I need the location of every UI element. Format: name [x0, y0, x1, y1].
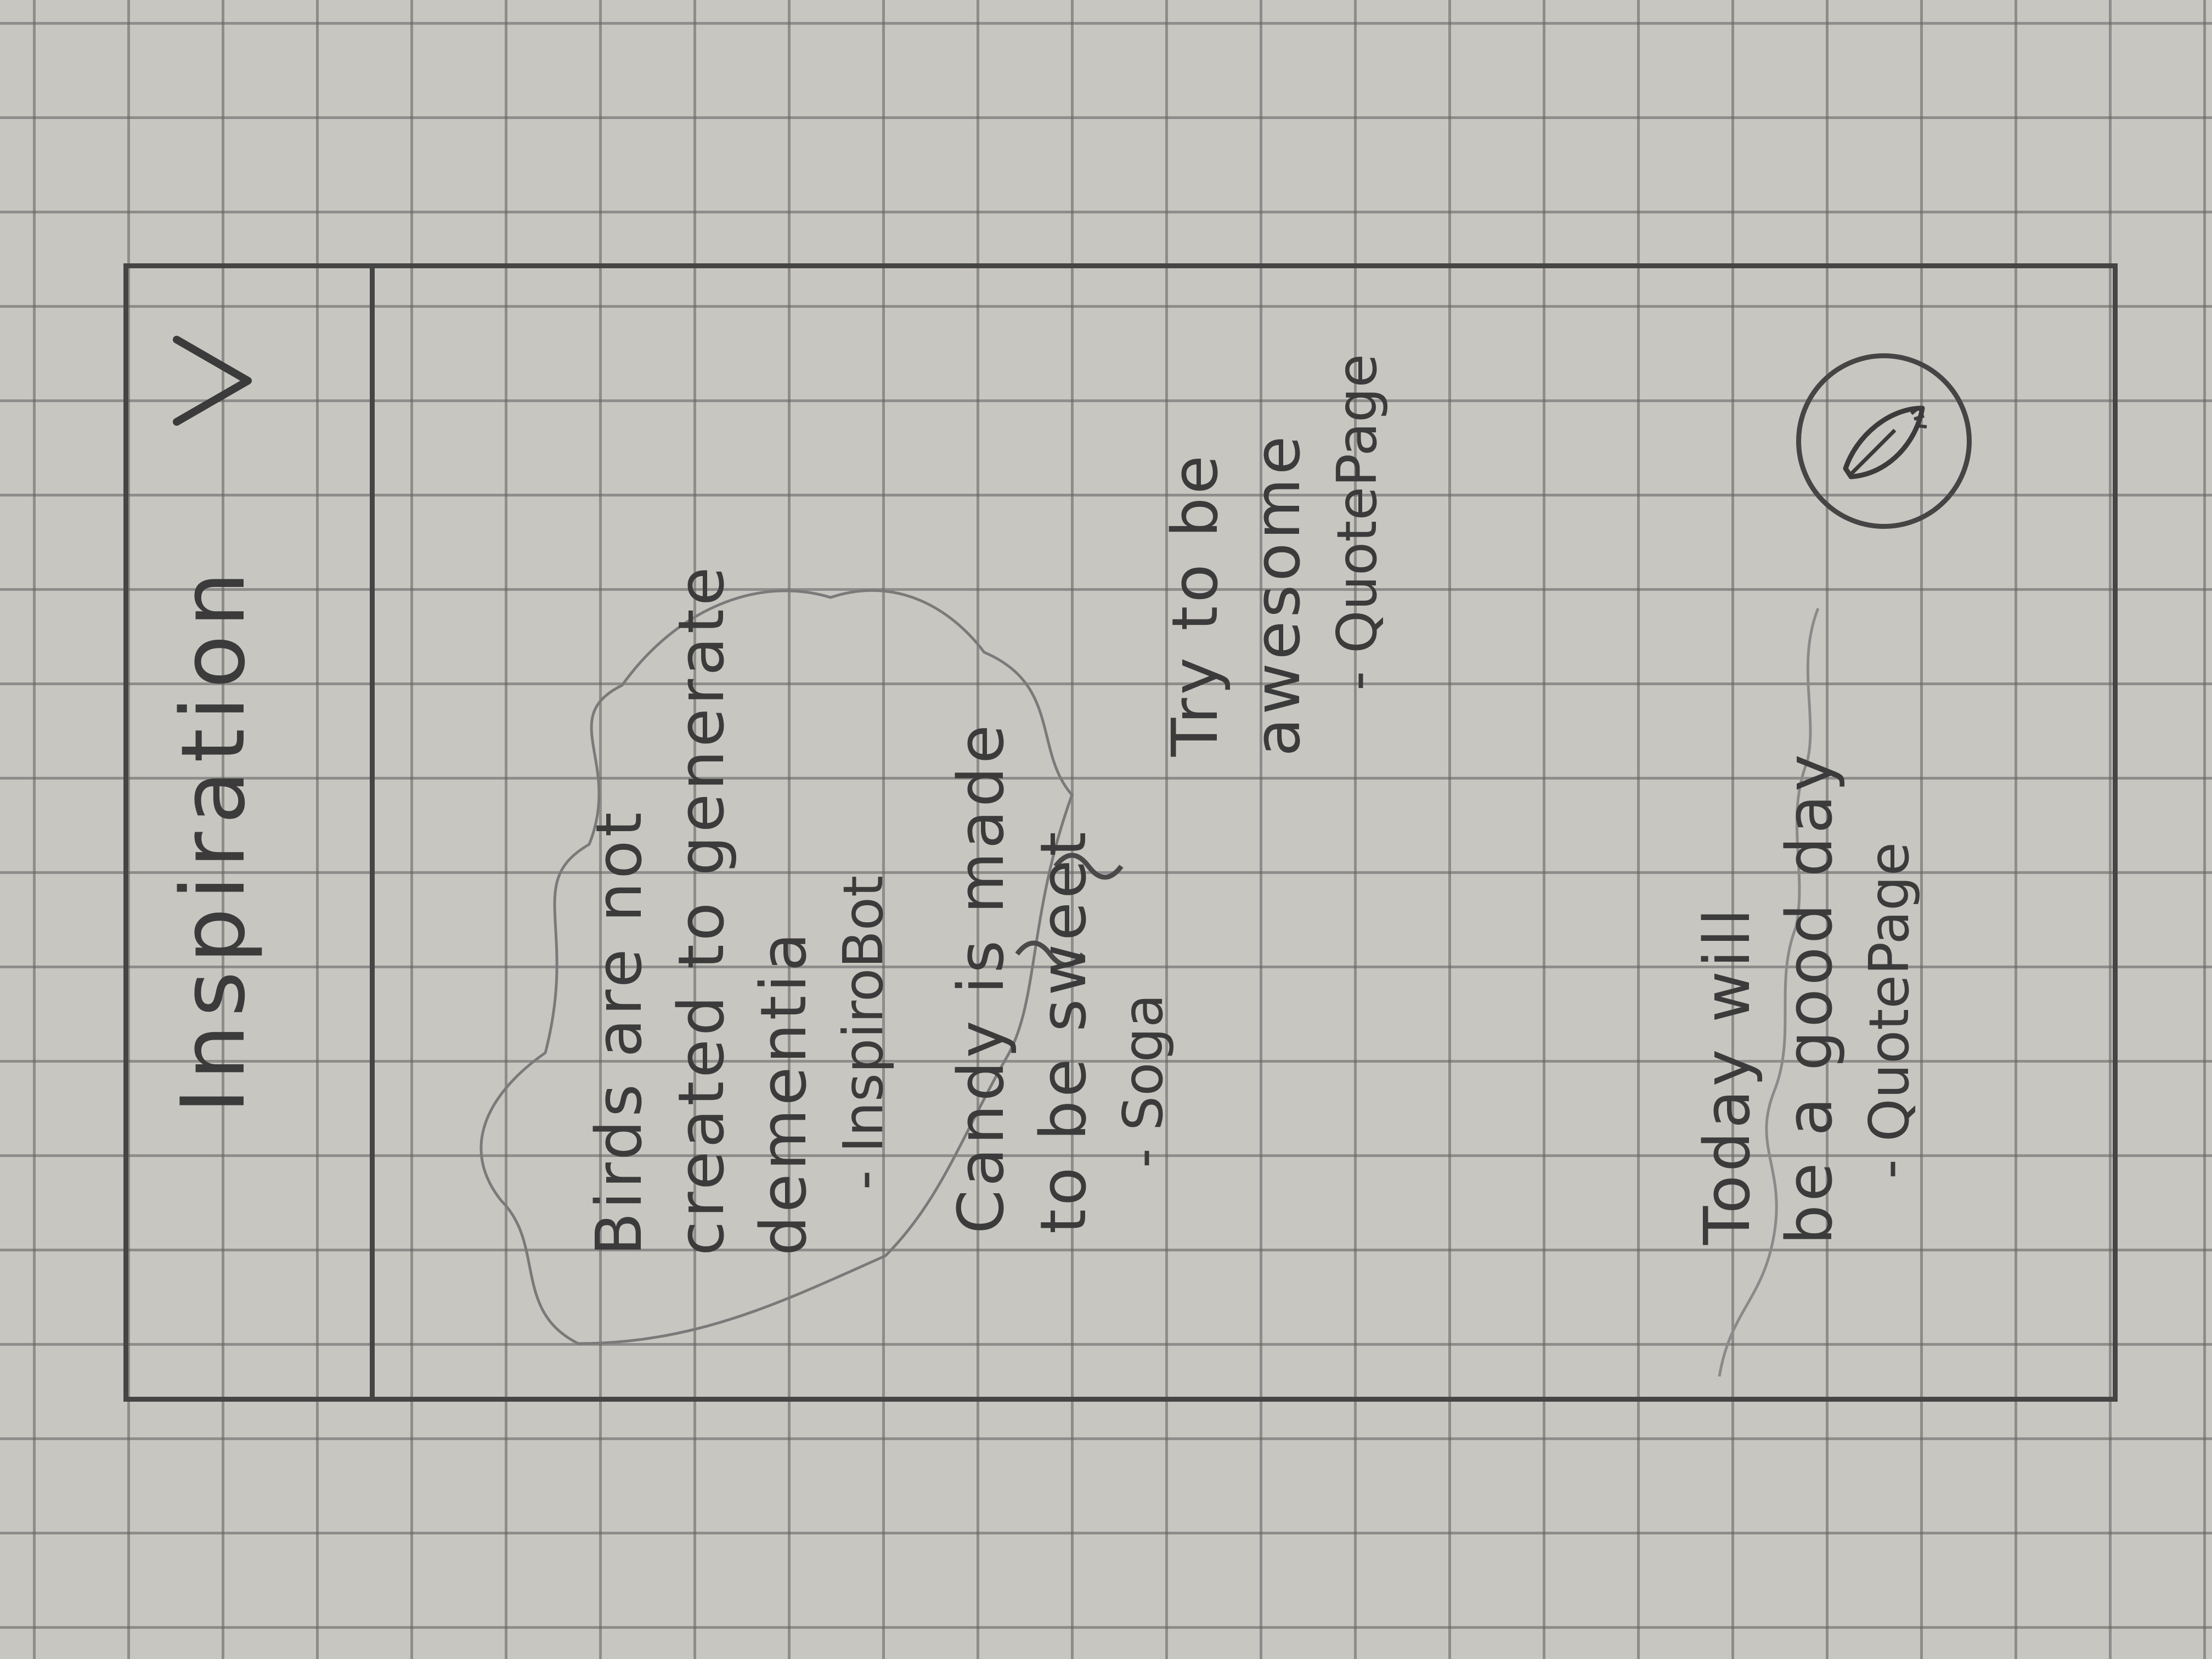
header-divider — [370, 268, 375, 1397]
quote-line: Candy is made — [945, 721, 1018, 1234]
quote-line: be a good day — [1773, 751, 1847, 1245]
quote-line: Birds are not — [583, 809, 656, 1256]
quote-author: - QuotePage — [1857, 842, 1921, 1179]
quote-line: Try to be — [1159, 452, 1232, 757]
feather-icon — [1843, 405, 1927, 479]
quote-line: Today will — [1691, 905, 1764, 1245]
quote-line: awesome — [1241, 432, 1314, 757]
phone-frame: Inspiration Birds are not created to gen… — [123, 263, 2118, 1402]
quote-card[interactable]: Candy is made to be sweet - Soga — [940, 721, 1182, 1234]
chevron-down-icon[interactable] — [166, 329, 259, 433]
quote-line: created to generate — [665, 563, 738, 1256]
quote-line: to be sweet — [1027, 828, 1101, 1234]
quote-author: - InspiroBot — [831, 875, 895, 1190]
new-quote-button[interactable] — [1796, 353, 1972, 529]
quote-author: - QuotePage — [1325, 354, 1389, 691]
quote-author: - Soga — [1111, 994, 1175, 1168]
quote-card[interactable]: Try to be awesome - QuotePage — [1154, 354, 1396, 757]
quote-card[interactable]: Birds are not created to generate dement… — [578, 563, 902, 1256]
quote-line: dementia — [747, 929, 821, 1256]
quote-card[interactable]: Today will be a good day - QuotePage — [1686, 751, 1928, 1245]
